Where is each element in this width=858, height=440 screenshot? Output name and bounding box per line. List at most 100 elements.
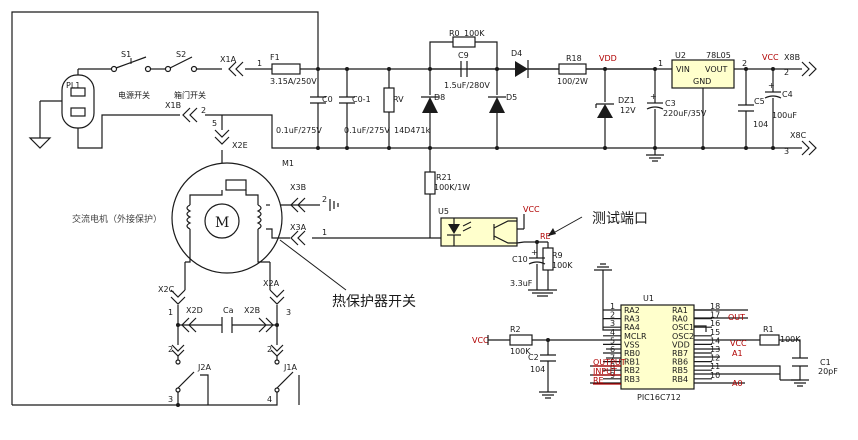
c9-label: C9	[458, 51, 469, 60]
r9-value: 100K	[552, 261, 573, 270]
capacitor-c3: + C3 220uF/35V 1	[646, 59, 707, 118]
connector-x1b: X1B 2	[165, 101, 206, 123]
c0-label: C0	[322, 95, 333, 104]
vcc-u1-label: VCC	[730, 339, 747, 348]
a1-label: A1	[732, 349, 743, 358]
vcc-opto-label: VCC	[523, 205, 540, 214]
capacitor-c0-1: C0-1 0.1uF/275V	[339, 95, 390, 135]
ground-main-icon	[646, 154, 664, 162]
fuse-f1: F1 3.15A/250V	[270, 53, 317, 86]
u1-pin-name: RB0	[624, 349, 640, 358]
c10-value: 3.3uF	[510, 279, 533, 288]
r0-value: 100K	[464, 29, 485, 38]
u1-pin-number: 11	[710, 362, 720, 371]
relay-j2a: 2 3 J2A	[168, 344, 211, 404]
diode-d8: D8	[421, 93, 445, 113]
thermal-switch-label: 热保护器开关	[332, 294, 416, 310]
r21-label: R21	[436, 173, 452, 182]
c4-polarity: +	[768, 81, 775, 90]
u2-vin: VIN	[676, 65, 690, 74]
c4-value: 100uF	[772, 111, 797, 120]
j1a-pin-b: 4	[267, 395, 272, 404]
u1-pin-name: OSC2	[672, 332, 694, 341]
u1-pin-name: MCLR	[624, 332, 647, 341]
resistor-r21: R21 100K/1W	[424, 171, 470, 195]
vcc-top-label: VCC	[762, 53, 779, 62]
rv-label: RV	[393, 95, 404, 104]
u1-part: PIC16C712	[637, 393, 681, 402]
r1-value: 100K	[780, 335, 801, 344]
c0-value: 0.1uF/275V	[276, 126, 322, 135]
u1-pin-name: RB3	[624, 375, 640, 384]
capacitor-c2: C2 104	[528, 353, 556, 374]
u1-pin-number: 8	[610, 362, 615, 371]
resistor-r9: R9 100K	[542, 247, 573, 271]
varistor-rv: RV 14D471k	[383, 87, 431, 135]
u1-pin-number: 12	[710, 354, 720, 363]
u1-label: U1	[643, 294, 654, 303]
u1-pin-number: 14	[710, 336, 720, 345]
connector-x3a: X3A 1	[290, 223, 327, 246]
x8c-label: X8C	[790, 131, 807, 140]
re-label: RE	[540, 232, 551, 241]
ground-icon	[28, 137, 52, 149]
u1-pin-number: 6	[610, 345, 615, 354]
u5-label: U5	[438, 207, 449, 216]
out-label: OUT	[728, 313, 745, 322]
m1-label: M1	[282, 159, 294, 168]
x1a-pin: 1	[257, 59, 262, 68]
pl1-label: PL1	[66, 81, 80, 90]
signal-underlines	[593, 365, 621, 385]
u1-pin-name: RA1	[672, 306, 688, 315]
x2a-pin: 3	[286, 308, 291, 317]
x1b-label: X1B	[165, 101, 181, 110]
test-port-label: 测试端口	[592, 211, 648, 227]
u1-pin-name: RB6	[672, 358, 688, 367]
x1a-label: X1A	[220, 55, 237, 64]
c9-value: 1.5uF/280V	[444, 81, 490, 90]
c3-node-pin: 1	[658, 59, 663, 68]
input-label: INPUT	[593, 367, 617, 376]
u2-vout: VOUT	[705, 65, 727, 74]
c1-label: C1	[820, 358, 831, 367]
vdd-label: VDD	[599, 54, 617, 63]
j2a-label: J2A	[197, 363, 211, 372]
u1-pin-name: VDD	[672, 340, 690, 349]
capacitor-c5: C5 104	[738, 97, 768, 129]
u1-pin-name: RA4	[624, 323, 640, 332]
connector-x3b: X3B 2	[290, 183, 339, 213]
motor-description: 交流电机（外接保护）	[72, 213, 162, 225]
power-switch-label: 电源开关	[118, 90, 150, 100]
connector-x2c: X2C 1	[158, 285, 186, 317]
x3a-label: X3A	[290, 223, 307, 232]
connector-x2d: X2D	[181, 306, 203, 333]
test-node-re: RE	[540, 232, 551, 241]
d8-label: D8	[434, 93, 445, 102]
r18-value: 100/2W	[557, 77, 588, 86]
j1a-label: J1A	[283, 363, 297, 372]
u1-pin-name: RA2	[624, 306, 640, 315]
x2d-label: X2D	[186, 306, 203, 315]
c10-polarity: +	[531, 248, 538, 257]
u1-pin-number: 13	[710, 345, 720, 354]
c3-polarity: +	[650, 92, 657, 101]
connector-x2e: 5 X2E	[212, 119, 248, 150]
x3b-label: X3B	[290, 183, 306, 192]
ground-c10-icon	[528, 289, 557, 297]
door-switch-label: 箱门开关	[174, 90, 206, 100]
output-label: OUTPUT	[593, 358, 626, 367]
a0-label: A0	[732, 379, 743, 388]
c2-value: 104	[530, 365, 545, 374]
j1a-pin: 2	[267, 345, 272, 354]
u1-pin-name: RB1	[624, 358, 640, 367]
diode-d5: D5	[488, 93, 517, 113]
x1b-pin: 2	[201, 106, 206, 115]
u1-pin-name: RA0	[672, 315, 688, 324]
c10-label: C10	[512, 255, 528, 264]
x3a-pin: 1	[322, 228, 327, 237]
c3-label: C3	[665, 99, 676, 108]
connector-x2a: X2A 3	[263, 279, 291, 317]
ground-c1-icon	[791, 379, 809, 387]
vcc-r2: VCC	[472, 335, 489, 345]
x2a-label: X2A	[263, 279, 280, 288]
